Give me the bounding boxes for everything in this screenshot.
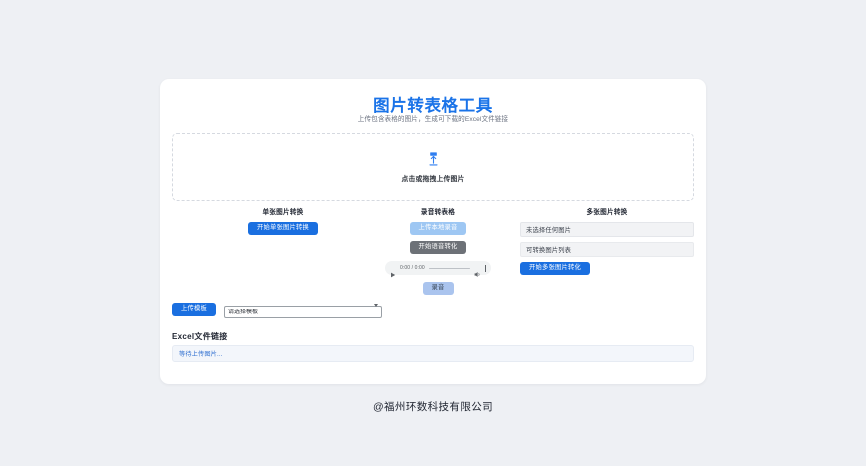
start-multi-image-convert-button[interactable]: 开始多张图片转化 [520, 262, 590, 275]
column-multi-image-heading: 多张图片转换 [586, 209, 628, 216]
main-card: 图片转表格工具 上传包含表格的图片，生成可下载的Excel文件链接 点击或拖拽上… [160, 79, 706, 384]
excel-link-status[interactable]: 等待上传图片... [172, 345, 694, 362]
audio-progress-bar[interactable] [428, 267, 470, 269]
record-button[interactable]: 录音 [422, 282, 454, 295]
play-icon[interactable] [390, 265, 396, 278]
dropzone-label: 点击或拖拽上传图片 [401, 175, 465, 183]
audio-player[interactable]: 0:00 / 0:00 [385, 261, 491, 278]
excel-link-heading: Excel文件链接 [172, 332, 228, 341]
upload-local-audio-button[interactable]: 上传本地录音 [409, 222, 467, 235]
column-multi-image: 多张图片转换 未选择任何图片 可转换图片列表 开始多张图片转化 [520, 208, 694, 275]
start-single-image-convert-button[interactable]: 开始单张图片转换 [248, 222, 318, 235]
multi-image-file-status[interactable]: 未选择任何图片 [520, 222, 694, 237]
image-dropzone[interactable]: 点击或拖拽上传图片 [172, 133, 694, 201]
audio-time-display: 0:00 / 0:00 [400, 265, 425, 271]
template-select-wrapper: 请选择模板 [224, 300, 382, 318]
column-audio-to-table: 录音转表格 上传本地录音 开始语音转化 0:00 / 0:00 [368, 208, 508, 295]
column-single-image: 单张图片转换 开始单张图片转换 [207, 208, 359, 235]
footer-text: @福州环数科技有限公司 [372, 401, 494, 413]
column-audio-heading: 录音转表格 [420, 209, 456, 216]
volume-icon[interactable] [474, 265, 481, 277]
page-subtitle: 上传包含表格的图片，生成可下载的Excel文件链接 [357, 116, 509, 123]
feature-columns: 单张图片转换 开始单张图片转换 录音转表格 上传本地录音 开始语音转化 [172, 208, 694, 300]
upload-icon [427, 151, 440, 166]
column-single-image-heading: 单张图片转换 [262, 209, 304, 216]
template-row: 上传模板 请选择模板 [172, 300, 694, 318]
start-speech-convert-button[interactable]: 开始语音转化 [409, 241, 467, 254]
more-options-icon[interactable] [485, 264, 486, 272]
convertible-image-list-label: 可转换图片列表 [520, 242, 694, 257]
upload-template-button[interactable]: 上传模板 [172, 302, 216, 316]
page-title: 图片转表格工具 [373, 97, 493, 115]
template-select[interactable]: 请选择模板 [224, 306, 382, 318]
